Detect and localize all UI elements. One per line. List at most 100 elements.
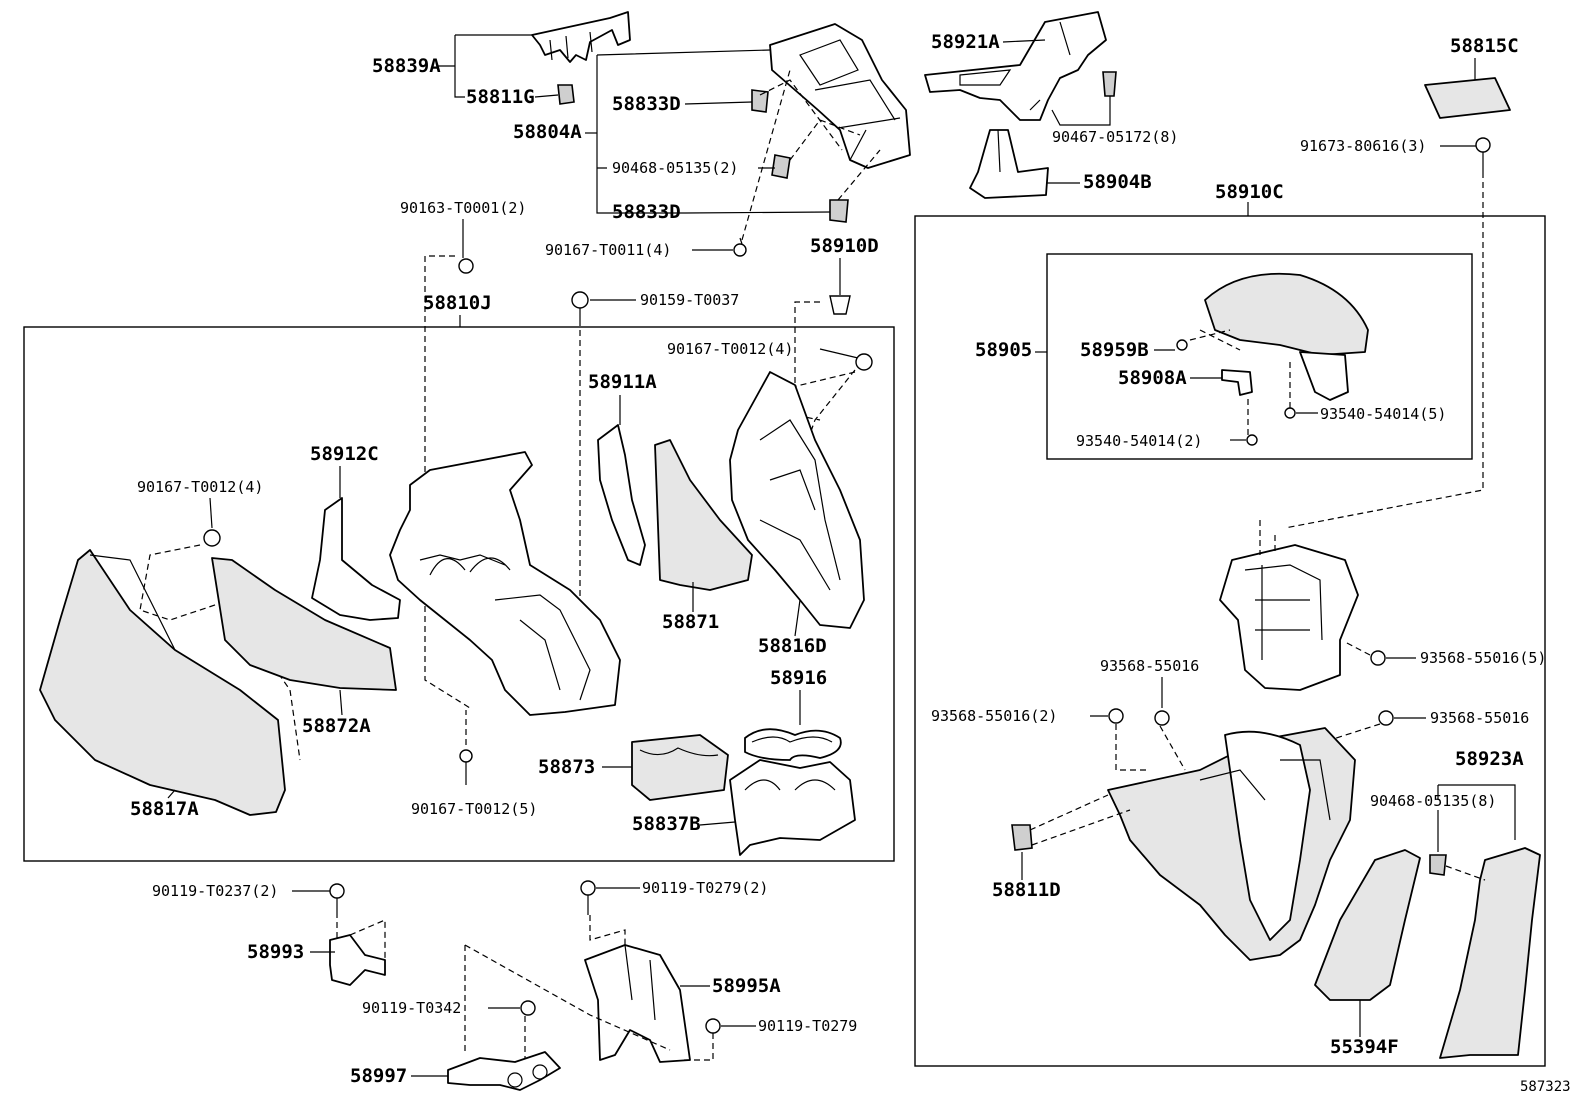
bracket-58995A: [584, 944, 691, 1063]
label-58871: 58871: [662, 611, 719, 633]
bolt-90119-T0279-bottom: [705, 1018, 721, 1034]
label-58959B: 58959B: [1080, 339, 1149, 361]
group-box-58810J: [23, 326, 895, 862]
console-box-58910C: [1219, 544, 1359, 691]
label-90119-T0237-2: 90119-T0237(2): [152, 882, 278, 900]
trim-58912C: [311, 497, 401, 621]
clip-58811G: [557, 84, 575, 105]
panel-58817A: [39, 549, 286, 816]
armrest-lid-58905: [1204, 272, 1369, 401]
trim-58911A: [597, 424, 646, 566]
clip-58910D: [829, 295, 851, 315]
group-label-58905: 58905: [975, 339, 1032, 361]
gasket-58916: [744, 728, 842, 761]
label-93540-54014-5: 93540-54014(5): [1320, 405, 1446, 423]
clip-58811D: [1011, 824, 1033, 851]
bracket-58993: [329, 934, 386, 986]
label-90167-T0011-4: 90167-T0011(4): [545, 241, 671, 259]
label-58872A: 58872A: [302, 715, 371, 737]
screw-93540-54014-5: [1284, 407, 1296, 419]
label-90159-T0037: 90159-T0037: [640, 291, 739, 309]
label-90119-T0279-2: 90119-T0279(2): [642, 879, 768, 897]
label-90163-T0001-2: 90163-T0001(2): [400, 199, 526, 217]
screw-58959B: [1176, 339, 1188, 351]
bracket-58839A: [531, 11, 631, 63]
label-58912C: 58912C: [310, 443, 379, 465]
diagram-id: 587323: [1520, 1079, 1571, 1095]
clip-90468-05135: [771, 154, 791, 179]
panel-58816D: [729, 371, 865, 629]
console-rear-body: [1107, 727, 1356, 961]
console-frame-58810J: [389, 451, 621, 716]
label-90167-T0012-5: 90167-T0012(5): [411, 800, 537, 818]
screw-93568-55016-5: [1370, 650, 1386, 666]
label-58811D: 58811D: [992, 879, 1061, 901]
clip-58833D-upper: [751, 89, 769, 113]
label-90119-T0342: 90119-T0342: [362, 999, 461, 1017]
label-90167-T0012-4-left: 90167-T0012(4): [137, 478, 263, 496]
label-91673-80616-3: 91673-80616(3): [1300, 137, 1426, 155]
label-58904B: 58904B: [1083, 171, 1152, 193]
label-58804A: 58804A: [513, 121, 582, 143]
label-93568-55016: 93568-55016: [1100, 657, 1199, 675]
label-58839A: 58839A: [372, 55, 441, 77]
label-90119-T0279: 90119-T0279: [758, 1017, 857, 1035]
bolt-90119-T0279-top: [580, 880, 596, 915]
screw-93568-55016-mid: [1154, 710, 1170, 726]
clip-58833D-lower: [829, 199, 849, 223]
shift-panel-58804A: [769, 23, 911, 169]
screw-93568-55016-right: [1378, 710, 1394, 726]
label-58916: 58916: [770, 667, 827, 689]
label-90468-05135-2: 90468-05135(2): [612, 159, 738, 177]
label-58833D-lower: 58833D: [612, 201, 681, 223]
bolt-90159-T0037: [571, 291, 589, 320]
group-label-58910C: 58910C: [1215, 181, 1284, 203]
hinge-58908A: [1221, 369, 1253, 396]
group-box-58905: [1046, 253, 1473, 460]
screw-93540-54014-2: [1246, 434, 1258, 446]
label-93568-55016-2: 93568-55016(2): [931, 707, 1057, 725]
label-58873: 58873: [538, 756, 595, 778]
label-58910D: 58910D: [810, 235, 879, 257]
label-58921A: 58921A: [931, 31, 1000, 53]
cup-holder-58837B: [729, 759, 856, 856]
label-58817A: 58817A: [130, 798, 199, 820]
label-58997: 58997: [350, 1065, 407, 1087]
screw-90167-T0012-bottom: [459, 749, 473, 785]
bracket-58997: [447, 1051, 561, 1091]
clip-90467-05172: [1102, 71, 1117, 97]
label-58993: 58993: [247, 941, 304, 963]
nut-90163-T0001: [458, 258, 474, 274]
label-93568-55016-5: 93568-55016(5): [1420, 649, 1546, 667]
clip-90468-05135-8: [1429, 854, 1447, 876]
label-58811G: 58811G: [466, 86, 535, 108]
panel-58872A: [211, 557, 397, 691]
screw-90167-T0011: [733, 237, 747, 257]
boot-58904B: [969, 129, 1049, 199]
garnish-55394F: [1314, 849, 1421, 1001]
screw-90167-T0012-left: [203, 529, 221, 547]
garnish-58923A: [1439, 847, 1541, 1059]
cup-tray-58873: [631, 734, 729, 801]
label-58837B: 58837B: [632, 813, 701, 835]
group-label-58810J: 58810J: [423, 292, 492, 314]
screw-90167-T0012-top: [855, 353, 873, 371]
label-58995A: 58995A: [712, 975, 781, 997]
label-90167-T0012-4-top: 90167-T0012(4): [667, 340, 793, 358]
group-box-58910C: [914, 215, 1546, 1067]
label-58833D-upper: 58833D: [612, 93, 681, 115]
bolt-90119-T0237: [329, 883, 345, 912]
label-90468-05135-8: 90468-05135(8): [1370, 792, 1496, 810]
label-93568-55016-right: 93568-55016: [1430, 709, 1529, 727]
label-58815C: 58815C: [1450, 35, 1519, 57]
bracket-58921A: [924, 11, 1107, 121]
label-58816D: 58816D: [758, 635, 827, 657]
label-58911A: 58911A: [588, 371, 657, 393]
screw-93568-55016-left: [1108, 708, 1124, 724]
label-93540-54014-2: 93540-54014(2): [1076, 432, 1202, 450]
label-55394F: 55394F: [1330, 1036, 1399, 1058]
label-58923A: 58923A: [1455, 748, 1524, 770]
screw-91673-80616: [1475, 137, 1491, 172]
mat-58815C: [1424, 77, 1511, 119]
